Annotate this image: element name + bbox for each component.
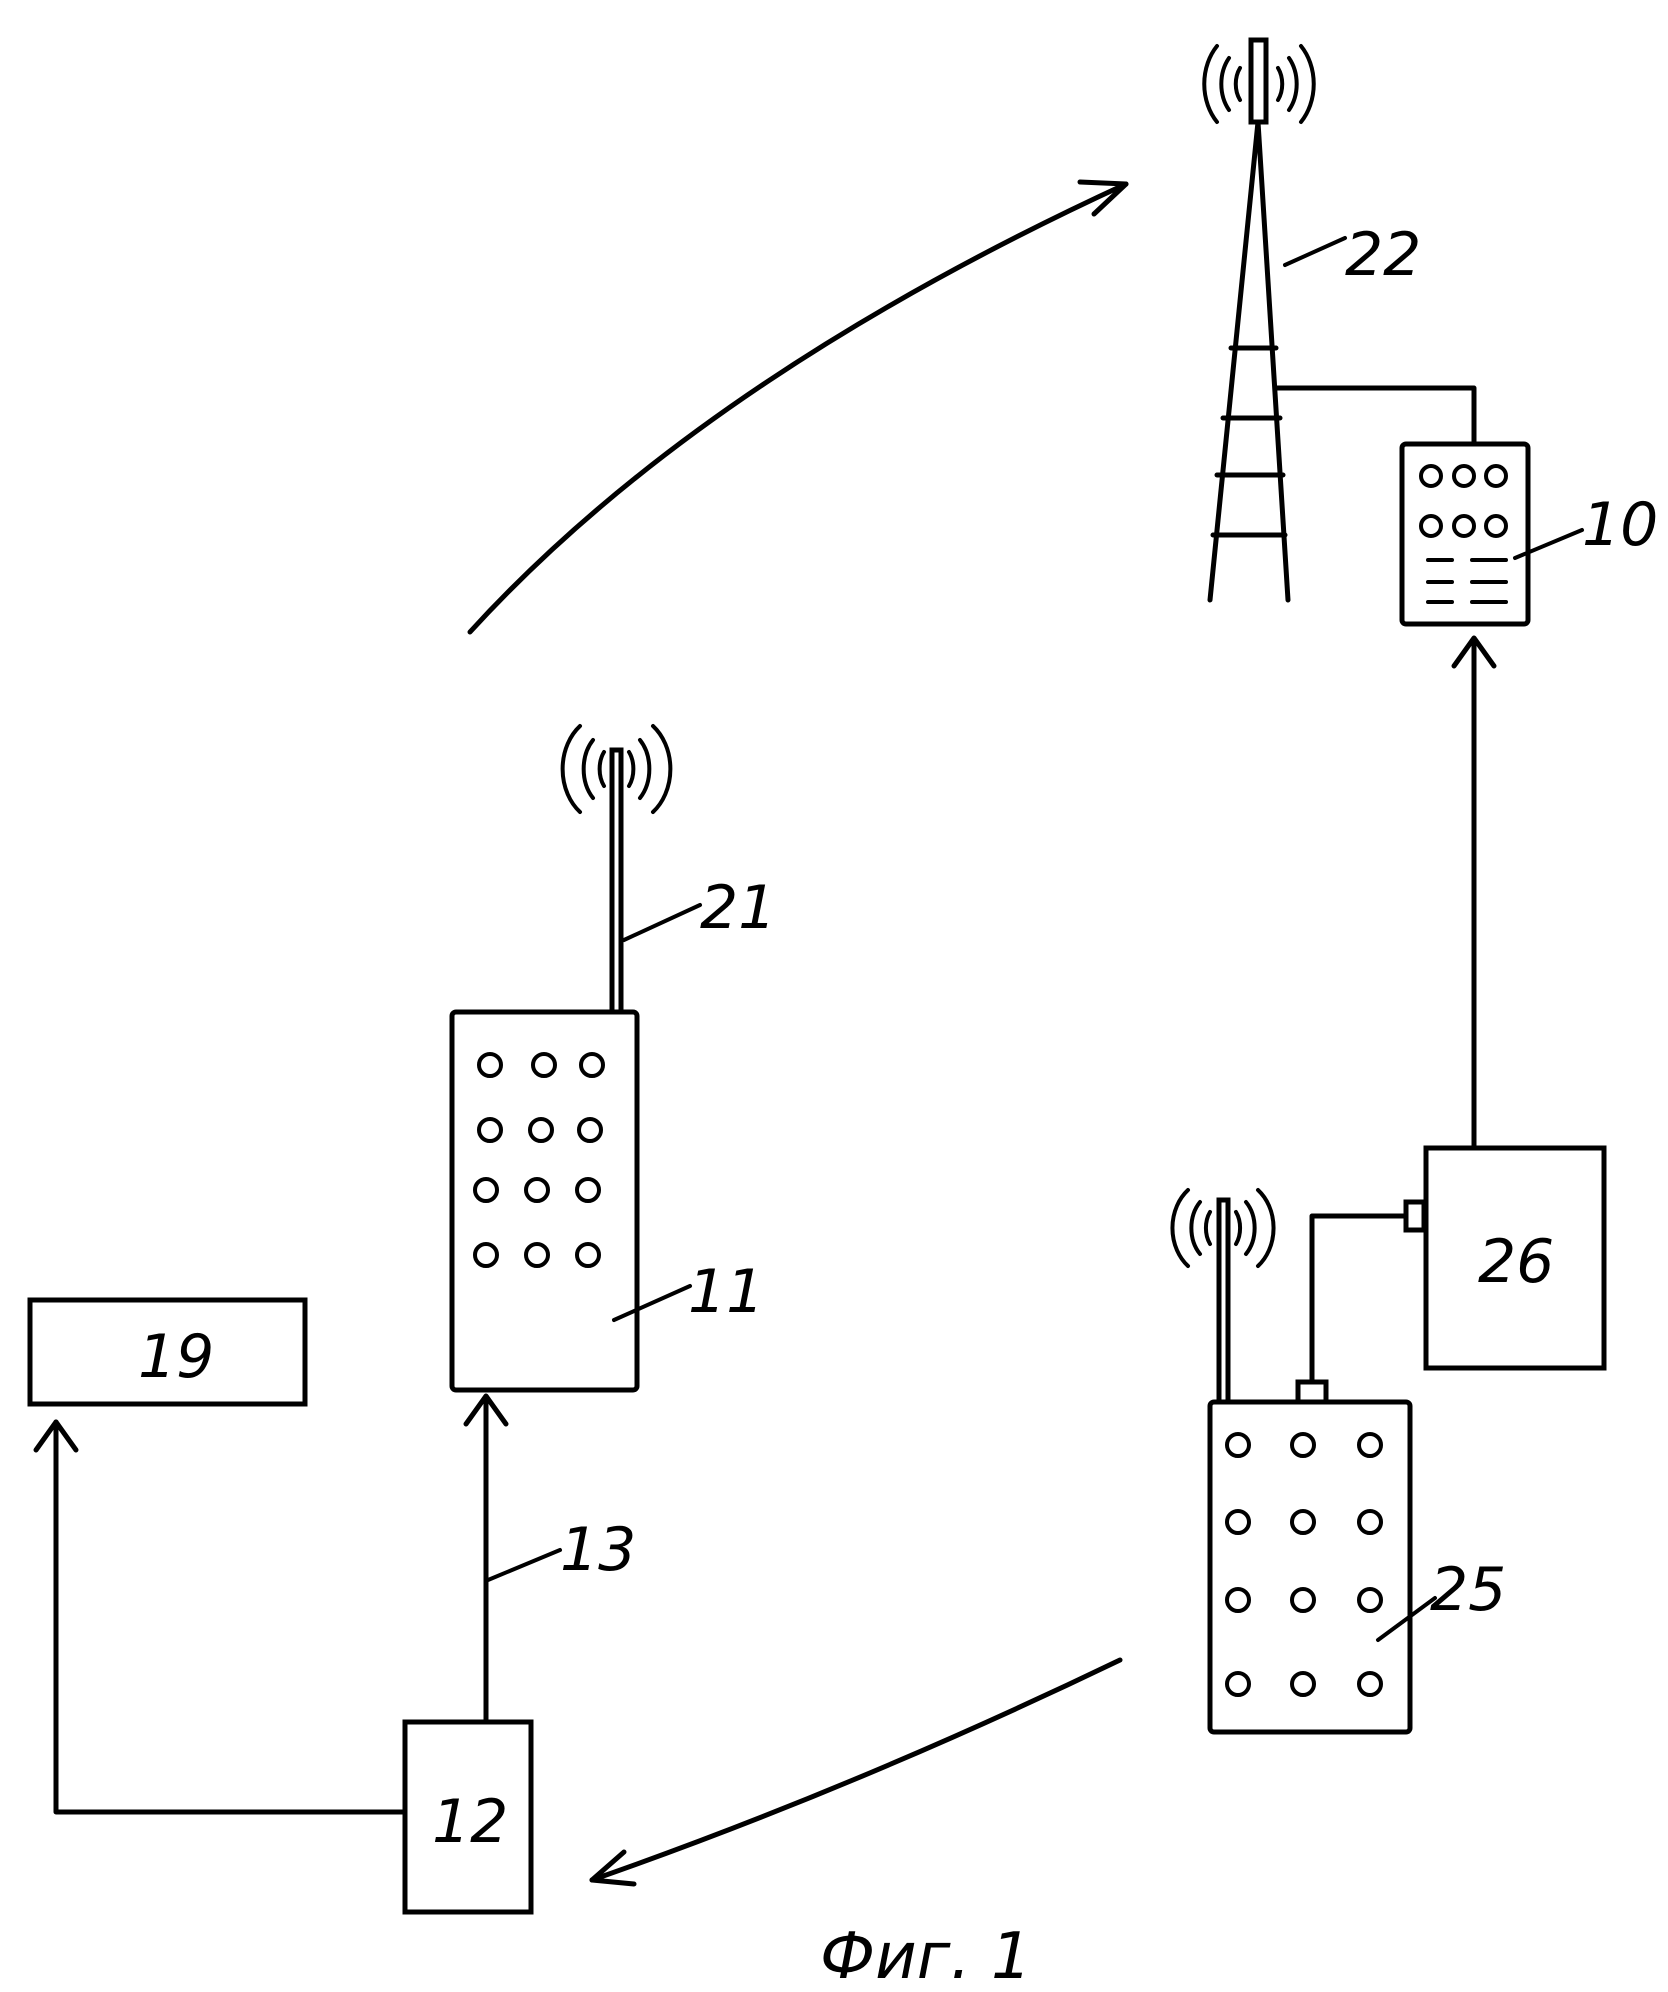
label-19: 19 bbox=[138, 1322, 214, 1392]
label-21: 21 bbox=[700, 873, 776, 943]
device-25-connector bbox=[1298, 1382, 1326, 1402]
box-12: 12 bbox=[405, 1722, 531, 1912]
device-10: 10 bbox=[1402, 444, 1658, 624]
label-22: 22 bbox=[1345, 220, 1421, 290]
device-10-button bbox=[1486, 516, 1506, 536]
device-10-button bbox=[1421, 516, 1441, 536]
tower-lattice bbox=[1210, 122, 1288, 600]
arrow-26-to-10 bbox=[1454, 638, 1494, 1148]
signal-arrow-25-to-12 bbox=[592, 1660, 1120, 1884]
tower-antenna-mast bbox=[1251, 40, 1266, 122]
label-10: 10 bbox=[1582, 490, 1658, 560]
box-19: 19 bbox=[30, 1300, 305, 1404]
tower-to-device-10-wire bbox=[1276, 388, 1474, 444]
device-11: 21 11 bbox=[452, 726, 776, 1390]
leader-22 bbox=[1285, 238, 1345, 265]
device-11-antenna bbox=[612, 750, 621, 1012]
device-10-button bbox=[1486, 466, 1506, 486]
signal-arrow-11-to-22 bbox=[470, 182, 1126, 632]
box-26-connector bbox=[1406, 1202, 1424, 1230]
line-12-to-19 bbox=[36, 1422, 405, 1812]
label-11: 11 bbox=[688, 1257, 764, 1327]
label-25: 25 bbox=[1430, 1555, 1506, 1625]
leader-13 bbox=[488, 1550, 560, 1580]
leader-21 bbox=[624, 905, 700, 940]
device-10-button bbox=[1421, 466, 1441, 486]
label-12: 12 bbox=[432, 1787, 508, 1857]
figure-caption: Фиг. 1 bbox=[820, 1920, 1032, 1992]
device-10-button bbox=[1454, 516, 1474, 536]
wire-26-to-25 bbox=[1312, 1216, 1406, 1382]
device-25-antenna bbox=[1219, 1200, 1228, 1402]
device-10-button bbox=[1454, 466, 1474, 486]
label-13: 13 bbox=[560, 1515, 636, 1585]
label-26: 26 bbox=[1478, 1227, 1554, 1297]
box-26: 26 bbox=[1312, 1148, 1604, 1382]
line-13: 13 bbox=[466, 1396, 636, 1722]
